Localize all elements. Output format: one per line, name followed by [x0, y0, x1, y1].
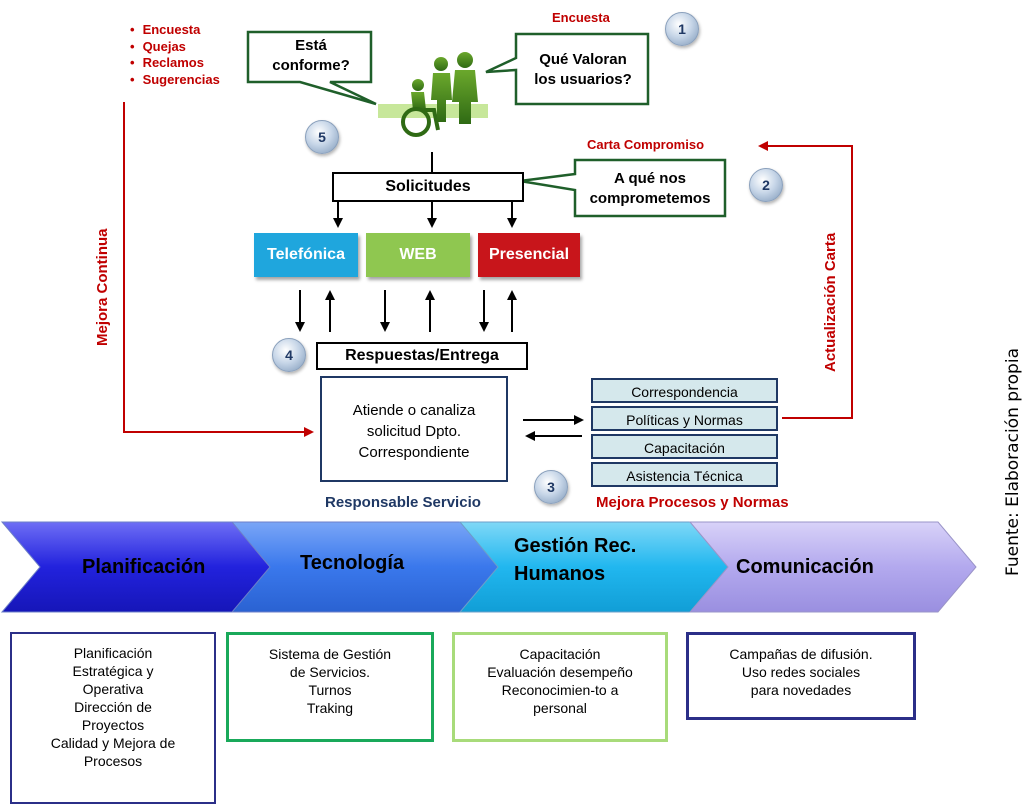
pillar-title-line: Gestión Rec. [514, 535, 637, 557]
bubble-line: comprometemos [589, 190, 711, 207]
pillar-line: Reconocimien-to a [501, 682, 619, 698]
bubble-line: los usuarios? [534, 71, 632, 88]
pillar-line: Sistema de Gestión [268, 646, 392, 662]
channel-presencial: Presencial [478, 233, 580, 277]
feedback-item: Reclamos [130, 55, 220, 72]
pillar-line: Estratégica y [72, 663, 154, 679]
pillar-line: Operativa [82, 681, 144, 697]
respuestas-box: Respuestas/Entrega [316, 342, 528, 370]
pillar-line: Traking [306, 700, 354, 716]
step-badge-5: 5 [305, 120, 339, 154]
bubble-valoran-shape [485, 32, 650, 106]
mejora-procesos-label: Mejora Procesos y Normas [596, 494, 789, 511]
bubble-conforme-shape [246, 30, 377, 106]
pillar-title-line: Humanos [514, 563, 606, 585]
pillar-line: de Servicios. [289, 664, 371, 680]
pillar-line: Proyectos [81, 717, 145, 733]
pillar-line: Calidad y Mejora de [50, 735, 176, 751]
pillar-line: Turnos [308, 682, 352, 698]
pillar-box-comunicacion: Campañas de difusión. Uso redes sociales… [686, 632, 916, 720]
mejora-continua-arrow [123, 102, 314, 437]
step-badge-2: 2 [749, 168, 783, 202]
step-badge-4: 4 [272, 338, 306, 372]
pillar-line: personal [533, 700, 587, 716]
pillar-box-tecnologia: Sistema de Gestión de Servicios. Turnos … [226, 632, 434, 742]
actualizacion-carta-arrow [758, 141, 853, 419]
channel-web: WEB [366, 233, 470, 277]
feedback-item: Quejas [130, 39, 220, 56]
pillar-line: para novedades [750, 682, 852, 698]
pillar-box-gestion-rrhh: Capacitación Evaluación desempeño Recono… [452, 632, 668, 742]
bubble-line: A qué nos [614, 170, 686, 187]
pillar-line: Dirección de [74, 699, 152, 715]
source-caption: Fuente: Elaboración propia [1003, 348, 1023, 576]
channel-telefonica: Telefónica [254, 233, 358, 277]
step-badge-3: 3 [534, 470, 568, 504]
mejora-continua-label: Mejora Continua [94, 228, 111, 346]
process-item: Capacitación [591, 434, 778, 459]
users-icon [378, 52, 488, 137]
pillar-title-tecnologia: Tecnología [300, 552, 405, 574]
process-item: Correspondencia [591, 378, 778, 403]
pillar-box-planificacion: Planificación Estratégica y Operativa Di… [10, 632, 216, 804]
pillar-line: Procesos [83, 753, 143, 769]
process-item: Asistencia Técnica [591, 462, 778, 487]
feedback-sources-list: Encuesta Quejas Reclamos Sugerencias [130, 22, 220, 88]
pillar-title-gestion-rrhh: Gestión Rec. Humanos [514, 532, 636, 588]
actualizacion-carta-label: Actualización Carta [822, 232, 839, 372]
bubble-comprometemos-shape [519, 158, 727, 218]
step-badge-1: 1 [665, 12, 699, 46]
pillar-line: Capacitación [519, 646, 601, 662]
feedback-item: Sugerencias [130, 72, 220, 89]
encuesta-label: Encuesta [552, 10, 610, 25]
responsable-servicio-label: Responsable Servicio [325, 494, 481, 511]
feedback-item: Encuesta [130, 22, 220, 39]
pillar-title-planificacion: Planificación [82, 556, 206, 578]
bubble-comprometemos-text: A qué nos comprometemos [577, 169, 723, 209]
bubble-line: Qué Valoran [539, 51, 627, 68]
solicitudes-box: Solicitudes [332, 172, 524, 202]
bubble-line: conforme? [272, 57, 350, 74]
pillar-line: Campañas de difusión. [729, 646, 873, 662]
responsable-line: Correspondiente [358, 444, 470, 461]
pillar-title-comunicacion: Comunicación [736, 556, 874, 578]
pillar-line: Planificación [73, 645, 153, 661]
responsable-line: Atiende o canaliza [352, 402, 476, 419]
bubble-conforme-text: Está conforme? [258, 36, 364, 76]
process-item: Políticas y Normas [591, 406, 778, 431]
chevron-comunicacion [688, 521, 977, 613]
bubble-line: Está [295, 37, 327, 54]
bubble-valoran-text: Qué Valoran los usuarios? [518, 50, 648, 90]
pillar-line: Evaluación desempeño [487, 664, 633, 680]
responsable-line: solicitud Dpto. [366, 423, 462, 440]
carta-compromiso-label: Carta Compromiso [587, 137, 705, 152]
pillar-line: Uso redes sociales [741, 664, 861, 680]
responsable-box: Atiende o canaliza solicitud Dpto. Corre… [320, 376, 508, 482]
